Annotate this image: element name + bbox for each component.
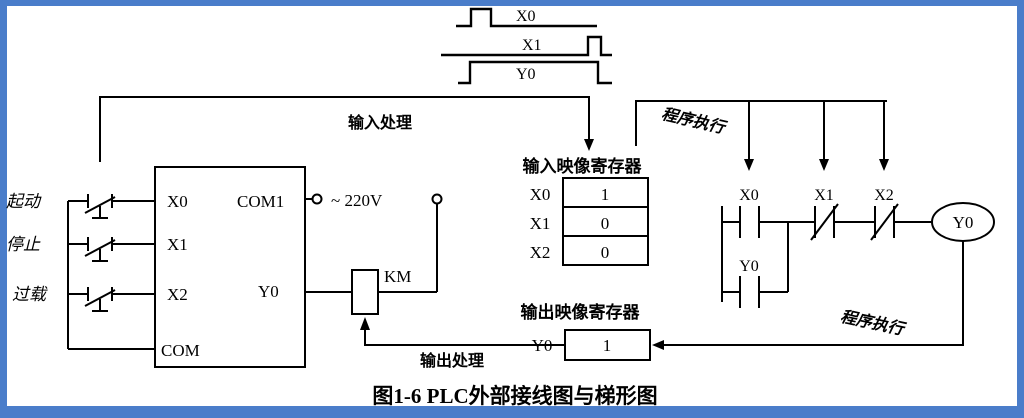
output-processing-flow: 输出处理	[360, 317, 565, 370]
voltage-label: ~ 220V	[331, 191, 383, 210]
plc-terminal-x0: X0	[167, 192, 188, 211]
input-register-value-x1: 0	[601, 214, 610, 233]
supply-terminal-left	[311, 193, 323, 205]
plc-terminal-y0: Y0	[258, 282, 279, 301]
contact-y0-label: Y0	[739, 258, 759, 275]
km-label: KM	[384, 267, 411, 286]
input-processing-line	[99, 96, 590, 162]
arrow-left-into-output-register	[652, 340, 664, 350]
contact-x2	[870, 203, 899, 241]
contact-x0-label: X0	[739, 187, 759, 204]
plc-terminal-x1: X1	[167, 235, 188, 254]
program-execution-line	[635, 100, 887, 146]
contact-x0	[739, 206, 760, 238]
input-register-row-x2: X2	[530, 243, 551, 262]
output-register-value-y0: 1	[603, 336, 612, 355]
plc-outline	[154, 166, 306, 368]
arrow-up-into-km	[360, 317, 370, 330]
waveform-x1	[441, 35, 612, 57]
plc-box: X0 X1 X2 COM COM1 Y0	[154, 166, 306, 368]
output-register-title: 输出映像寄存器	[521, 302, 641, 322]
plc-terminal-com1: COM1	[237, 192, 284, 211]
input-register-row-x1: X1	[530, 214, 551, 233]
contact-x2-label: X2	[874, 187, 894, 204]
switch-start	[68, 194, 155, 219]
input-register-title: 输入映像寄存器	[523, 156, 643, 176]
output-power-circuit: ~ 220V KM	[305, 191, 443, 315]
arrow-down-x1	[819, 159, 829, 171]
supply-terminal-right	[431, 193, 443, 205]
output-processing-label: 输出处理	[420, 351, 484, 370]
figure-caption: 图1-6 PLC外部接线图与梯形图	[372, 384, 657, 408]
input-processing-flow: 输入处理	[99, 96, 594, 162]
waveform-x1-label: X1	[522, 37, 542, 54]
contact-y0	[739, 276, 760, 308]
input-processing-label: 输入处理	[348, 113, 412, 132]
overload-label: 过载	[12, 285, 48, 304]
input-register-value-x2: 0	[601, 243, 610, 262]
arrow-down-x2	[879, 159, 889, 171]
arrow-down-into-input-register	[584, 139, 594, 151]
waveform-y0	[458, 60, 612, 85]
km-coil	[351, 269, 379, 315]
arrow-down-x0	[744, 159, 754, 171]
switch-overload	[68, 287, 155, 312]
program-execution-return-line	[664, 241, 964, 346]
plc-terminal-x2: X2	[167, 285, 188, 304]
output-processing-line	[364, 330, 565, 346]
external-inputs: 起动 停止 过载	[6, 192, 155, 350]
timing-diagram: X0 X1 Y0	[441, 7, 612, 85]
contact-x1	[810, 203, 839, 241]
start-button-label: 起动	[6, 192, 42, 211]
waveform-x0	[456, 7, 597, 28]
waveform-x0-label: X0	[516, 8, 536, 25]
switch-stop	[68, 237, 155, 262]
plc-terminal-com: COM	[161, 341, 200, 360]
output-coil-y0-label: Y0	[953, 213, 974, 232]
input-register-row-x0: X0	[530, 185, 551, 204]
stop-button-label: 停止	[6, 235, 41, 254]
waveform-y0-label: Y0	[516, 66, 536, 83]
input-register-table	[562, 177, 649, 266]
input-register-value-x0: 1	[601, 185, 610, 204]
contact-x1-label: X1	[814, 187, 834, 204]
input-image-register: 输入映像寄存器 X0 X1 X2 1 0 0	[523, 156, 649, 266]
